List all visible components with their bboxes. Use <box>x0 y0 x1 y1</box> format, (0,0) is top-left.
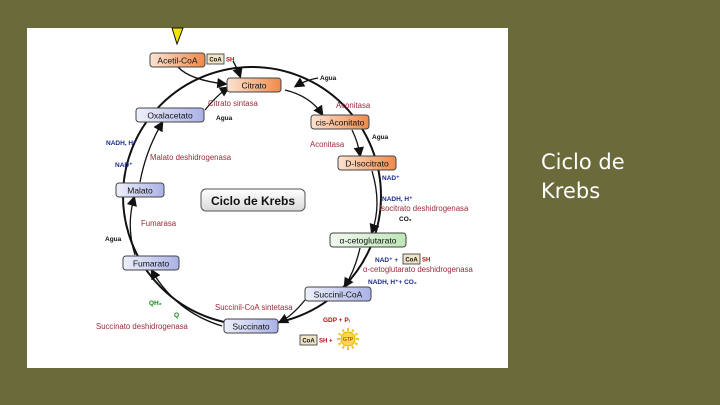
node-succinato: Succinato <box>223 318 279 334</box>
arrow-succinato-fumarato <box>150 268 223 327</box>
cofactor-agua-1: Agua <box>320 75 337 82</box>
coa-sh-3-box: CoA SH + <box>299 334 333 346</box>
coa-label: CoA <box>302 339 315 345</box>
sun-ray <box>351 328 355 333</box>
arrow-isocit-aceto <box>369 170 380 235</box>
arrow-cisacon-isocit <box>351 129 364 158</box>
node-disocit: D-Isocitrato <box>337 155 397 171</box>
cofactor-agua-2: Agua <box>216 115 233 122</box>
gtp-label: GTP <box>343 337 354 343</box>
cofactor-qh2: QH₂ <box>149 300 162 307</box>
enzyme-acetoglutarato-dh: α-cetoglutarato deshidrogenasa <box>363 265 474 274</box>
sun-ray <box>341 345 345 350</box>
node-oxala: Oxalacetato <box>135 107 205 123</box>
arrow-coa-out <box>232 60 243 79</box>
sh-label: SH + <box>319 339 333 345</box>
enzyme-aconitasa-2: Aconitasa <box>310 140 345 149</box>
node-succcoa: Succinil-CoA <box>304 286 372 302</box>
enzyme-isocitrato-dh: Isocitrato deshidrogenasa <box>379 204 469 213</box>
coa-label: CoA <box>209 58 222 64</box>
cofactor-nadh-1: NADH, H⁺ <box>382 196 413 203</box>
cofactor-nadh-3: NADH, H⁺ <box>106 140 137 147</box>
cofactor-nad-2: NAD⁺ + <box>375 257 398 264</box>
node-label: Succinil-CoA <box>314 290 363 300</box>
coa-sh-1-box: CoA SH <box>206 53 234 65</box>
cofactor-agua-4: Agua <box>105 236 122 243</box>
node-citrato: Citrato <box>226 77 282 93</box>
enzyme-fumarasa: Fumarasa <box>141 219 177 228</box>
node-label: α-cetoglutarato <box>340 236 397 246</box>
cofactor-nad-1: NAD⁺ <box>382 175 400 182</box>
cofactor-nad-3: NAD⁺ <box>115 162 133 169</box>
slide-title: Ciclo de Krebs <box>541 150 625 203</box>
sun-ray <box>341 328 345 333</box>
sh-label: SH <box>422 258 430 264</box>
arrow-fumarato-malato <box>126 195 137 256</box>
arrow-oxala-citrato <box>204 86 231 111</box>
enzyme-succinato-dh: Succinato deshidrogenasa <box>96 322 189 331</box>
coa-label: CoA <box>405 258 418 264</box>
node-label: Malato <box>127 186 153 196</box>
gtp-sun-icon: GTP <box>337 328 359 350</box>
node-cisacon: cis-Aconitato <box>310 114 370 130</box>
node-label: Oxalacetato <box>147 111 193 121</box>
node-label: D-Isocitrato <box>345 159 389 169</box>
enzyme-malato-dh: Malato deshidrogenasa <box>150 153 232 162</box>
node-malato: Malato <box>115 182 165 198</box>
sun-ray <box>354 332 359 336</box>
node-label: Acetil-CoA <box>157 56 197 66</box>
node-label: cis-Aconitato <box>316 118 365 128</box>
arrow-aceto-succcoa <box>343 247 361 289</box>
sun-ray <box>351 345 355 350</box>
node-fumarato: Fumarato <box>122 255 180 271</box>
cofactor-gdp: GDP + Pᵢ <box>323 317 350 324</box>
node-acetil: Acetil-CoA <box>149 52 206 68</box>
arrow-acetil-citrato <box>177 66 228 89</box>
enzyme-citrato-sintasa: Citrato sintasa <box>208 99 258 108</box>
arrow-agua-in <box>293 77 319 88</box>
sun-ray <box>354 342 359 346</box>
node-acetoglu: α-cetoglutarato <box>329 232 407 248</box>
cofactor-agua-3: Agua <box>372 134 389 141</box>
node-label: Succinato <box>232 322 270 332</box>
enzyme-aconitasa-1: Aconitasa <box>336 101 371 110</box>
cofactor-nadh-2: NADH, H⁺+ CO₂ <box>368 279 417 286</box>
node-label: Fumarato <box>133 259 170 269</box>
cofactor-q: Q <box>174 312 179 319</box>
cofactor-co2-1: CO₂ <box>399 216 412 223</box>
sun-ray <box>337 332 342 336</box>
center-label-box: Ciclo de Krebs <box>200 188 306 212</box>
sun-ray <box>337 342 342 346</box>
center-label: Ciclo de Krebs <box>211 194 295 208</box>
arrow-succcoa-succinato <box>277 299 306 324</box>
arrow-malato-oxala <box>139 120 164 183</box>
enzyme-succinil-sintetasa: Succinil-CoA sintetasa <box>215 303 293 312</box>
node-label: Citrato <box>241 81 266 91</box>
arrow-citrato-cisacon <box>284 89 324 117</box>
sh-label: SH <box>226 58 234 64</box>
coa-sh-2-box: CoA SH <box>402 253 430 265</box>
pointer-marker <box>171 27 184 46</box>
